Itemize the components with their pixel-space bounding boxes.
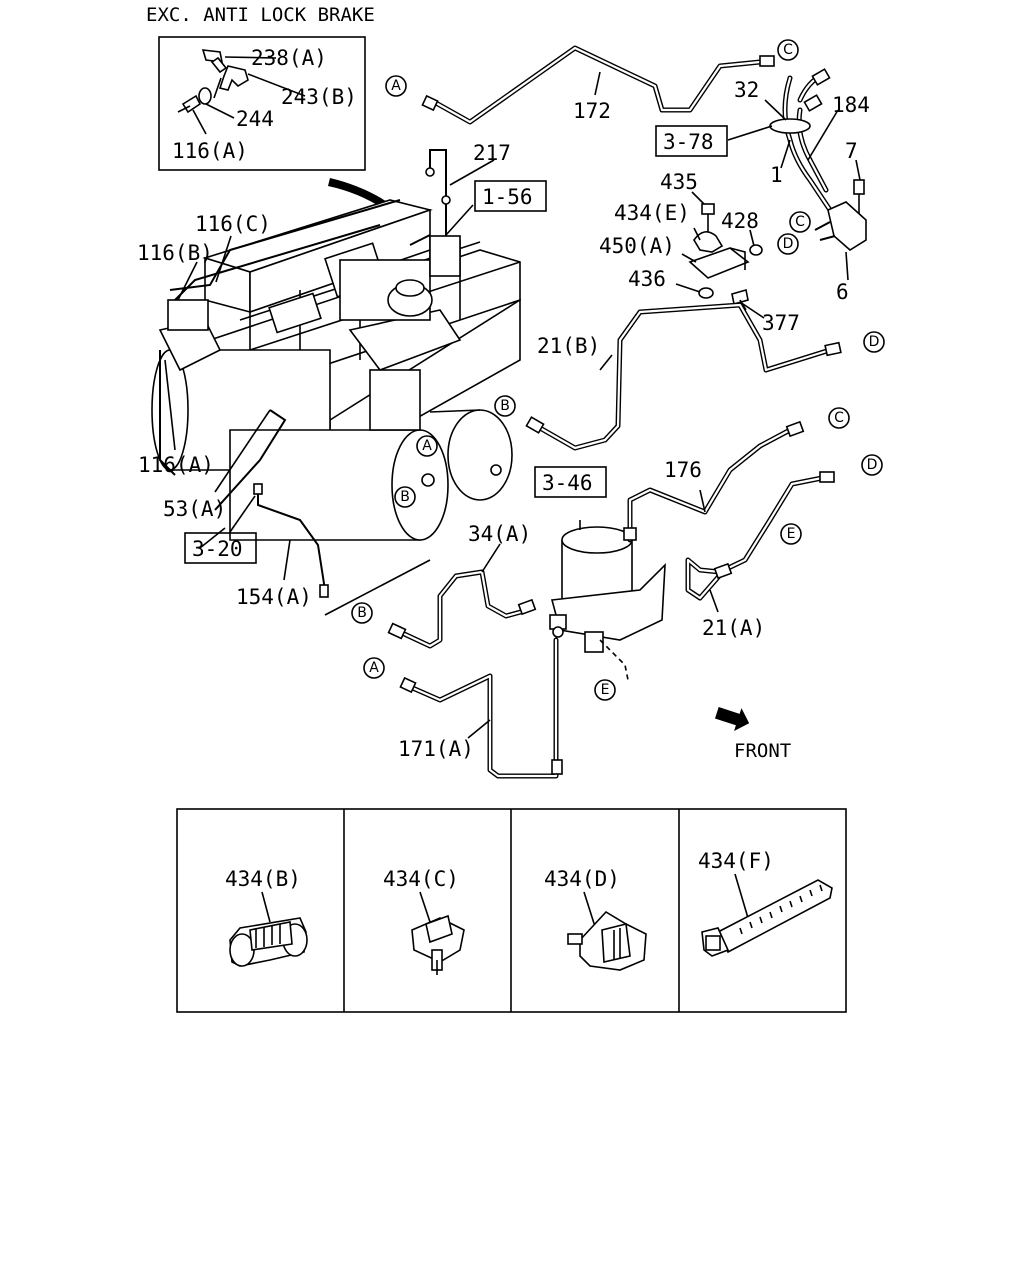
connector-b-1: [494, 395, 516, 417]
diagram-title: EXC. ANTI LOCK BRAKE: [146, 4, 375, 26]
label-243b: 243(B): [281, 85, 357, 109]
connector-a-2: [416, 435, 438, 457]
connector-b-3: [351, 602, 373, 624]
elbow-243b: [218, 65, 249, 91]
clip-panels: 434(B) 434(C) 434(D) 4: [176, 808, 847, 1013]
connector-c-3: [828, 407, 850, 429]
label-6: 6: [836, 280, 849, 304]
svg-text:A: A: [391, 78, 401, 94]
label-434e: 434(E): [614, 201, 690, 225]
clip-434d: 434(D): [544, 867, 647, 971]
pipe-34a: [397, 569, 531, 649]
clip-434f: 434(F): [698, 849, 833, 957]
front-indicator: FRONT: [714, 707, 791, 762]
pipe-154a: [257, 490, 326, 591]
label-450a: 450(A): [599, 234, 675, 258]
label-244: 244: [236, 107, 274, 131]
svg-text:B: B: [357, 605, 367, 621]
ref-box-3-78: [655, 125, 728, 157]
svg-text:C: C: [834, 410, 844, 426]
pipe-53a: [214, 409, 287, 511]
label-7: 7: [845, 139, 858, 163]
svg-text:D: D: [783, 236, 794, 252]
air-dryer: [549, 526, 666, 681]
svg-text:E: E: [787, 526, 796, 542]
svg-text:3-46: 3-46: [542, 471, 593, 495]
connector-a-1: [385, 75, 407, 97]
connector-c-1: [777, 39, 799, 61]
grommet-32: [769, 118, 811, 134]
inset-frame: [158, 36, 366, 171]
connector-d-1: [777, 233, 799, 255]
reference-boxes: 1-56 3-78 3-46 3-20: [184, 125, 728, 564]
svg-text:1-56: 1-56: [482, 185, 533, 209]
connector-e-1: [780, 523, 802, 545]
label-176: 176: [664, 458, 702, 482]
part-labels: 217 116(C) 116(B) 116(A) 53(A) 154(A) 17…: [137, 78, 870, 761]
svg-text:B: B: [500, 398, 510, 414]
nut-244: [198, 87, 212, 105]
label-21b: 21(B): [537, 334, 600, 358]
label-32: 32: [734, 78, 759, 102]
svg-text:3-20: 3-20: [192, 537, 243, 561]
label-34a: 34(A): [468, 522, 531, 546]
label-116a: 116(A): [138, 453, 214, 477]
label-21a: 21(A): [702, 616, 765, 640]
clip-434c: 434(C): [383, 867, 465, 975]
label-116b: 116(B): [137, 241, 213, 265]
label-436: 436: [628, 267, 666, 291]
label-184: 184: [832, 93, 870, 117]
front-arrow-icon: [714, 707, 750, 731]
connector-d-2: [863, 331, 885, 353]
svg-text:D: D: [867, 457, 878, 473]
svg-text:C: C: [783, 42, 793, 58]
label-238a: 238(A): [251, 46, 327, 70]
connector-d-3: [861, 454, 883, 476]
connector-c-2: [789, 211, 811, 233]
ref-box-3-46: [534, 466, 607, 498]
pipe-21a: [685, 475, 825, 601]
label-1: 1: [770, 163, 783, 187]
label-53a: 53(A): [163, 497, 226, 521]
connector-a-3: [363, 657, 385, 679]
label-116a-inset: 116(A): [172, 139, 248, 163]
clip-434b: 434(B): [225, 867, 308, 967]
svg-text:A: A: [369, 660, 379, 676]
label-154a: 154(A): [236, 585, 312, 609]
clip-bracket-assembly: [688, 203, 763, 311]
svg-text:B: B: [400, 489, 410, 505]
clip-label-434b: 434(B): [225, 867, 301, 891]
svg-text:E: E: [601, 682, 610, 698]
pipe-116a: [159, 350, 176, 476]
label-116c: 116(C): [195, 212, 271, 236]
pipe-end-116a: [181, 94, 202, 114]
front-label: FRONT: [734, 740, 791, 762]
svg-text:D: D: [869, 334, 880, 350]
ref-box-3-20: [184, 532, 257, 564]
inset-detail: 238(A) 243(B) 244 116(A): [158, 36, 366, 171]
clip-label-434f: 434(F): [698, 849, 774, 873]
label-435: 435: [660, 170, 698, 194]
connector-markers: A C C D D B A B C D E B A E: [351, 39, 885, 701]
compressor-assembly: [158, 235, 461, 431]
ref-box-1-56: [474, 180, 547, 212]
svg-text:3-78: 3-78: [663, 130, 714, 154]
label-171a: 171(A): [398, 737, 474, 761]
pipe-217: [429, 149, 447, 236]
label-377: 377: [762, 311, 800, 335]
svg-text:A: A: [422, 438, 432, 454]
connector-e-2: [594, 679, 616, 701]
leader-lines: [164, 71, 861, 739]
clip-label-434c: 434(C): [383, 867, 459, 891]
bracket-6: [827, 201, 867, 251]
svg-text:C: C: [795, 214, 805, 230]
connector-b-2: [394, 486, 416, 508]
label-172: 172: [573, 99, 611, 123]
label-217: 217: [473, 141, 511, 165]
clip-label-434d: 434(D): [544, 867, 620, 891]
label-428: 428: [721, 209, 759, 233]
